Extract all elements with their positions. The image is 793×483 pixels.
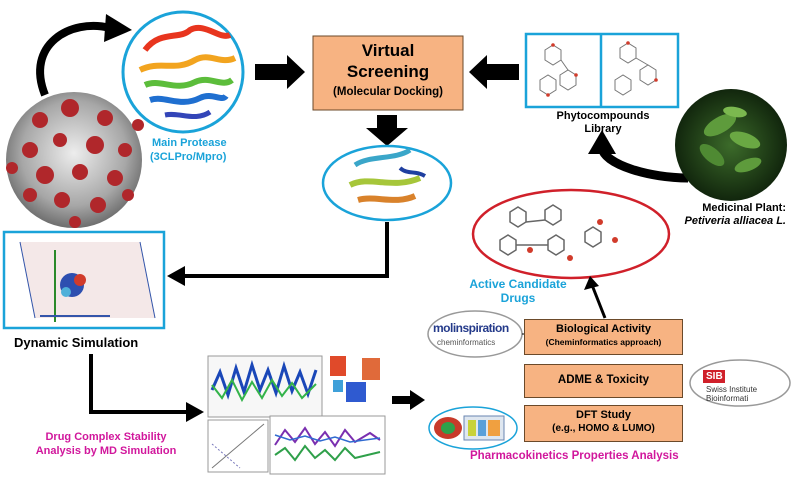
- plant-label-line1: Medicinal Plant:: [702, 202, 786, 214]
- sib-logo-subtext1: Swiss Institute: [706, 385, 758, 394]
- screening-subtitle: (Molecular Docking): [333, 86, 443, 98]
- bio-activity-box: Biological Activity (Cheminformatics app…: [524, 319, 683, 355]
- molinspiration-logo-text: molinspiration: [433, 321, 509, 335]
- coronavirus-image: [6, 92, 144, 228]
- arrow-bio-to-candidates: [584, 276, 607, 319]
- bio-activity-title: Biological Activity: [556, 323, 651, 335]
- arrow-simulation-to-stability: [89, 354, 204, 422]
- bio-activity-subtitle: (Cheminformatics approach): [545, 337, 662, 347]
- md-analysis-plots: [207, 355, 386, 475]
- adme-box: ADME & Toxicity: [524, 364, 683, 398]
- screening-title-line1: Virtual: [361, 41, 415, 60]
- plant-label-line2: Petiveria alliacea L.: [684, 215, 786, 227]
- library-label-line2: Library: [584, 123, 622, 135]
- sib-logo-text: SIB: [706, 371, 723, 382]
- dft-title: DFT Study: [576, 409, 631, 421]
- arrow-screening-to-docking: [366, 115, 408, 146]
- arrow-library-to-screening: [469, 55, 519, 89]
- arrow-docking-to-simulation: [167, 222, 389, 286]
- dynamic-simulation-label: Dynamic Simulation: [14, 335, 139, 350]
- dft-box: DFT Study (e.g., HOMO & LUMO): [524, 405, 683, 442]
- stability-label-line2: Analysis by MD Simulation: [35, 445, 177, 457]
- molinspiration-logo-subtext: cheminformatics: [437, 338, 496, 347]
- arrow-protease-to-screening: [255, 55, 305, 89]
- protease-label-line2: (3CLPro/Mpro): [150, 151, 227, 163]
- candidates-label-line1: Active Candidate: [469, 277, 567, 291]
- dft-orbital-image: [428, 406, 518, 450]
- phytocompounds-library-image: [524, 32, 680, 109]
- active-candidates-image: [471, 188, 671, 280]
- sib-logo: [689, 359, 791, 407]
- pk-analysis-label: Pharmacokinetics Properties Analysis: [470, 450, 679, 462]
- medicinal-plant-image: [675, 89, 787, 201]
- virtual-screening-box: [312, 35, 464, 111]
- sib-logo-subtext2: Bioinformati: [706, 394, 749, 403]
- curved-arrow-plant-to-library: [588, 130, 689, 183]
- dft-subtitle: (e.g., HOMO & LUMO): [552, 423, 655, 434]
- curved-arrow-protease: [36, 14, 132, 97]
- protease-label-line1: Main Protease: [152, 137, 227, 149]
- arrow-stability-to-pk: [392, 390, 425, 410]
- stability-label-line1: Drug Complex Stability: [45, 431, 167, 443]
- adme-label: ADME & Toxicity: [557, 374, 650, 386]
- screening-title-line2: Screening: [346, 62, 430, 81]
- docked-complex-image: [321, 144, 453, 222]
- candidates-label-line2: Drugs: [500, 291, 536, 305]
- protease-structure-image: [121, 10, 245, 134]
- md-simulation-box-image: [2, 230, 166, 330]
- library-label-line1: Phytocompounds: [556, 110, 650, 122]
